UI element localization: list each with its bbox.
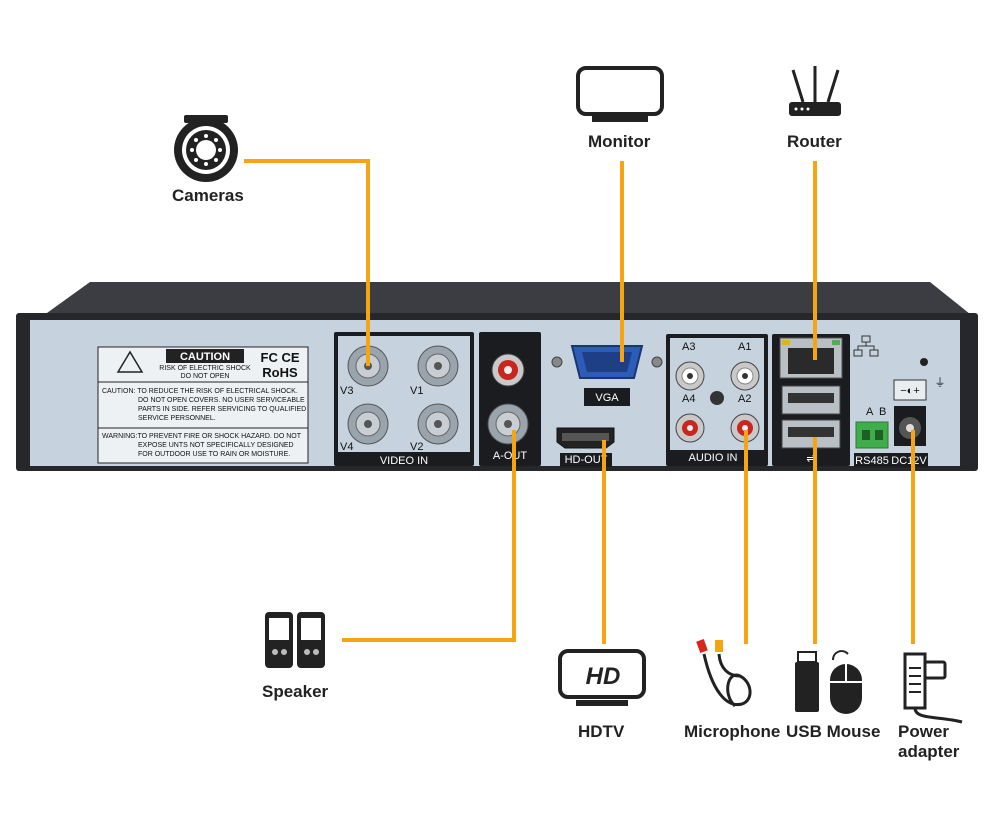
caution-sub2: DO NOT OPEN bbox=[181, 373, 230, 380]
usb-mouse-label: USB Mouse bbox=[786, 722, 881, 741]
video-in-block: VIDEO IN V3 V1 V4 V2 bbox=[334, 332, 474, 467]
warning-line-3: FOR OUTDOOR USE TO RAIN OR MOISTURE. bbox=[138, 451, 290, 458]
certs-line2: RoHS bbox=[262, 365, 298, 380]
hdtv-label: HDTV bbox=[578, 722, 625, 741]
a2-label: A2 bbox=[738, 393, 751, 405]
hazard-icon bbox=[116, 350, 144, 373]
power-adapter-line1: Power bbox=[898, 722, 950, 741]
a4-label: A4 bbox=[682, 393, 695, 405]
rs485-block: A B RS485 bbox=[854, 406, 890, 467]
warning-line-1: WARNING:TO PREVENT FIRE OR SHOCK HAZARD.… bbox=[102, 433, 302, 440]
rca-port-red bbox=[491, 353, 525, 387]
polarity-symbol: −◐+ bbox=[900, 385, 920, 397]
a-out-label: A-OUT bbox=[493, 450, 528, 462]
rca-port-a1 bbox=[730, 361, 760, 391]
video-in-label: VIDEO IN bbox=[380, 455, 428, 467]
dc-label: DC12V bbox=[891, 455, 927, 467]
rs485-label: RS485 bbox=[855, 455, 889, 467]
hdmi-port: HD-OUT bbox=[556, 427, 615, 467]
usb-port-1 bbox=[781, 385, 841, 415]
line-cameras bbox=[244, 159, 370, 366]
indicator-hole bbox=[920, 358, 928, 366]
caution-line-1: CAUTION: TO REDUCE THE RISK OF ELECTRICA… bbox=[102, 388, 298, 395]
certs-line1: FC CE bbox=[261, 350, 300, 365]
power-adapter-label: Power adapter bbox=[898, 722, 959, 762]
rs485-b-label: B bbox=[879, 406, 886, 418]
caution-sub1: RISK OF ELECTRIC SHOCK bbox=[159, 365, 251, 372]
vga-port: VGA bbox=[551, 345, 663, 406]
speaker-icon bbox=[265, 612, 325, 668]
bnc-port-aout bbox=[487, 403, 529, 445]
rca-port-a4 bbox=[675, 413, 705, 443]
bnc-port-v4 bbox=[347, 403, 389, 445]
line-speaker bbox=[342, 430, 516, 642]
a-out-block: A-OUT bbox=[479, 332, 541, 466]
power-adapter-icon bbox=[903, 652, 963, 724]
ground-icon: ⏚ bbox=[935, 376, 946, 389]
monitor-label: Monitor bbox=[588, 132, 651, 151]
router-icon bbox=[789, 66, 841, 116]
caution-line-4: SERVICE PERSONNEL. bbox=[138, 415, 216, 422]
rs485-a-label: A bbox=[866, 406, 874, 418]
mouse-icon bbox=[830, 650, 862, 714]
cameras-label: Cameras bbox=[172, 186, 244, 205]
ethernet-port bbox=[779, 337, 843, 379]
router-label: Router bbox=[787, 132, 842, 151]
audio-in-label: AUDIO IN bbox=[689, 452, 738, 464]
usb-port-2 bbox=[781, 419, 841, 449]
connector-lines bbox=[244, 159, 915, 644]
audio-in-block: A3 A1 A4 A2 AUDIO IN bbox=[666, 334, 768, 466]
usb-symbol-icon: ⇌ bbox=[806, 453, 815, 465]
vga-label: VGA bbox=[595, 392, 619, 404]
v1-label: V1 bbox=[410, 385, 423, 397]
speaker-label: Speaker bbox=[262, 682, 329, 701]
warning-label: CAUTION RISK OF ELECTRIC SHOCK DO NOT OP… bbox=[97, 346, 309, 464]
hdtv-icon: HD bbox=[558, 649, 646, 706]
v4-label: V4 bbox=[340, 441, 353, 453]
network-icon bbox=[853, 335, 879, 357]
dc-power-block: −◐+ ⏚ DC12V bbox=[890, 358, 946, 467]
v3-label: V3 bbox=[340, 385, 353, 397]
rca-port-a2 bbox=[730, 413, 760, 443]
power-adapter-line2: adapter bbox=[898, 742, 960, 761]
screw-icon bbox=[710, 391, 724, 405]
warning-line-2: EXPOSE UNTS NOT SPECIFICALLY DESIGNED bbox=[138, 442, 294, 449]
a1-label: A1 bbox=[738, 341, 751, 353]
rca-port-a3 bbox=[675, 361, 705, 391]
bnc-port-v1 bbox=[417, 345, 459, 387]
camera-icon bbox=[174, 115, 238, 182]
a3-label: A3 bbox=[682, 341, 695, 353]
v2-label: V2 bbox=[410, 441, 423, 453]
microphone-icon bbox=[696, 638, 752, 708]
hd-out-label: HD-OUT bbox=[565, 454, 608, 466]
bnc-port-v2 bbox=[417, 403, 459, 445]
lan-usb-block: ⇌ bbox=[772, 334, 850, 466]
monitor-icon bbox=[576, 66, 664, 122]
chassis-top bbox=[40, 282, 975, 318]
usb-drive-icon bbox=[795, 651, 819, 712]
caution-title: CAUTION bbox=[180, 351, 230, 363]
microphone-label: Microphone bbox=[684, 722, 781, 741]
caution-line-3: PARTS IN SIDE. REFER SERVICING TO QUALIF… bbox=[138, 406, 306, 413]
caution-line-2: DO NOT OPEN COVERS. NO USER SERVICEABLE bbox=[138, 397, 305, 404]
hdtv-icon-text: HD bbox=[586, 663, 621, 690]
